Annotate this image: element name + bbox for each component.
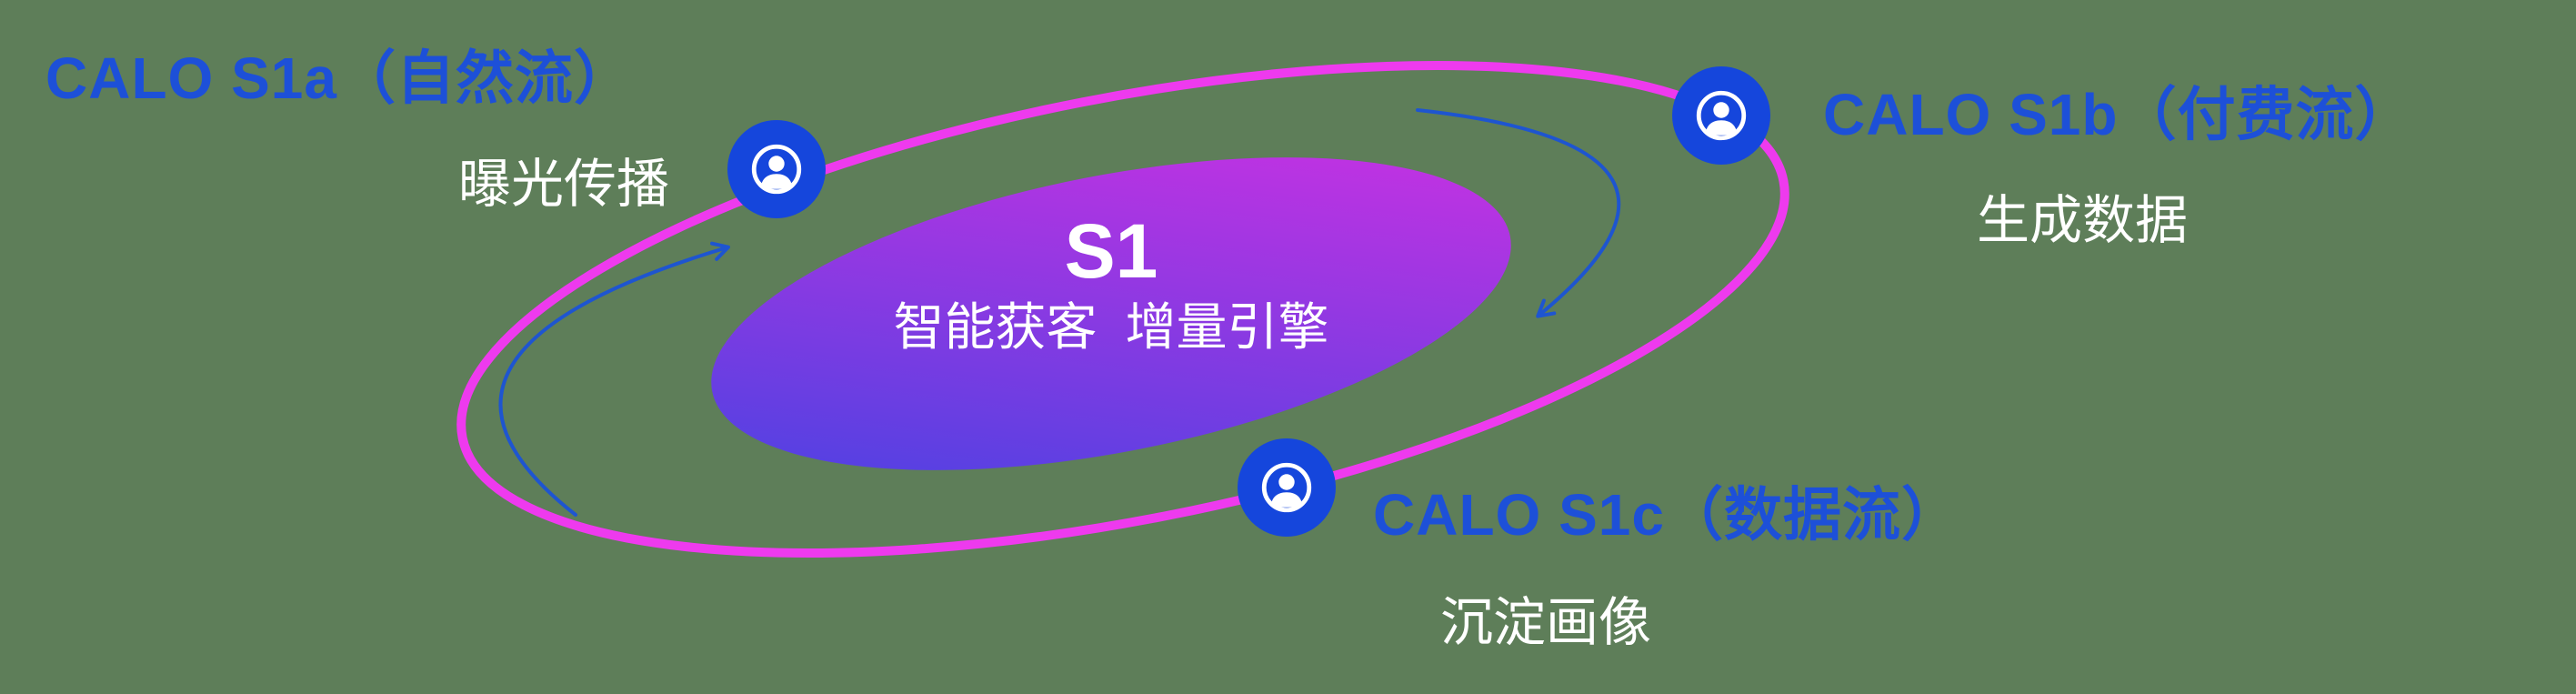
node-s1c <box>1238 438 1336 537</box>
label-calo-s1c: CALO S1c（数据流） <box>1373 482 1960 548</box>
node-s1b <box>1672 66 1770 165</box>
core-ellipse <box>711 157 1511 470</box>
flow-arrow-right <box>1416 108 1621 318</box>
sublabel-calo-s1a: 曝光传播 <box>457 155 669 214</box>
sublabel-calo-s1b: 生成数据 <box>1976 191 2188 250</box>
sublabel-calo-s1c: 沉淀画像 <box>1439 593 1651 652</box>
core-title: S1 <box>1064 208 1158 294</box>
core-subtitle: 智能获客 增量引擎 <box>893 298 1329 356</box>
label-calo-s1b: CALO S1b（付费流） <box>1823 82 2414 147</box>
core-text-block: S1 智能获客 增量引擎 <box>838 207 1384 360</box>
node-s1a <box>727 120 826 218</box>
orbit-ring <box>456 61 1789 558</box>
label-calo-s1a: CALO S1a（自然流） <box>45 45 633 111</box>
flow-arrow-left <box>498 241 730 517</box>
